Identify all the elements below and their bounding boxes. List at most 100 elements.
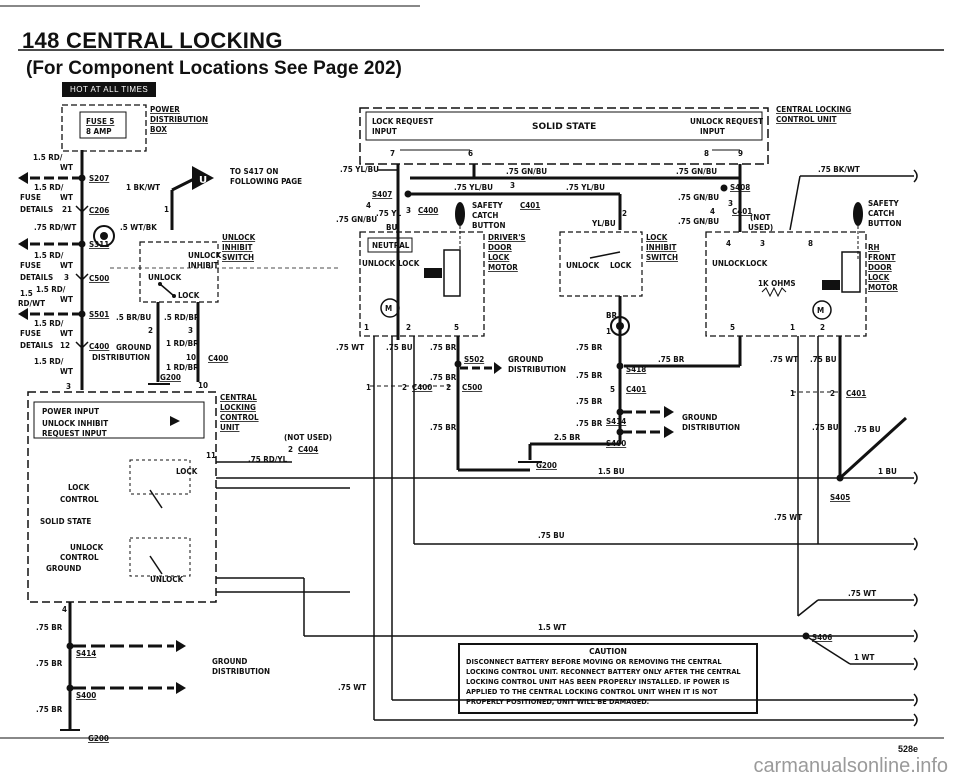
- c401-label-r: C401: [846, 389, 866, 398]
- control-label: CONTROL: [220, 413, 259, 422]
- rh-label: RH: [868, 243, 880, 252]
- pin-2i: 2: [830, 389, 835, 398]
- arrow-left-icon: [18, 172, 28, 184]
- pin-10b: 10: [198, 381, 208, 390]
- pin-3: 3: [64, 273, 69, 282]
- power-distribution-box: [61, 104, 147, 152]
- s400-label: S400: [76, 691, 96, 700]
- fuse-label: FUSE: [20, 193, 41, 202]
- ohms-label: 1K OHMS: [758, 279, 796, 288]
- s405-label: S405: [830, 493, 850, 502]
- diode-icon: [170, 416, 180, 426]
- pin-1d: 1: [366, 383, 371, 392]
- splice-s311: [78, 240, 86, 248]
- pin-11: 11: [206, 451, 216, 460]
- splice: [616, 408, 624, 416]
- wire-label: .75 BU: [812, 423, 839, 432]
- c401b-label: C401: [732, 207, 752, 216]
- wire-label: .5 BR/BU: [116, 313, 151, 322]
- wire-label: RD/WT: [18, 299, 45, 308]
- relay-contact: [149, 555, 163, 575]
- unlock-inhibit-label: UNLOCK: [222, 233, 256, 242]
- safety-catch-button-icon: [455, 202, 465, 226]
- solid-state-input-block: [33, 401, 205, 439]
- unlock3-label: UNLOCK: [566, 261, 600, 270]
- c400-label: C400: [89, 342, 109, 351]
- key-cylinder-icon: [610, 316, 630, 336]
- wire-label: .75 BR: [430, 343, 457, 352]
- pin-3d: 3: [510, 181, 515, 190]
- pin-7: 7: [390, 149, 395, 158]
- wire-bu-diag: [838, 416, 908, 480]
- rh-front-door-lock-motor: [705, 231, 867, 337]
- pin-8: 8: [704, 149, 709, 158]
- wire-label: .75 BR: [576, 419, 603, 428]
- door-label: DOOR: [488, 243, 512, 252]
- wire-label: 1 WT: [854, 653, 874, 662]
- relay-contact: [149, 489, 163, 509]
- wire-label: WT: [60, 367, 73, 376]
- details-label: DETAILS: [20, 205, 53, 214]
- wire-label: 1 RD/BR: [166, 363, 199, 372]
- wire-label: 1.5 BU: [598, 467, 625, 476]
- caution-body: DISCONNECT BATTERY BEFORE MOVING OR REMO…: [466, 658, 741, 706]
- hot-at-all-times-label: HOT AT ALL TIMES: [62, 82, 157, 97]
- wire-label: .75 BR: [430, 423, 457, 432]
- wire-label: 1.5 RD/: [33, 153, 63, 162]
- unlock-sw-label: UNLOCK: [188, 251, 222, 260]
- solid-state-label: SOLID STATE: [40, 517, 91, 526]
- pin-3b: 3: [66, 382, 71, 391]
- relay-unlock: [129, 537, 191, 577]
- wire-label: 1.5: [20, 289, 33, 298]
- wire-label: 1.5 RD/: [34, 319, 64, 328]
- pin-5: 5: [454, 323, 459, 332]
- lock-control-label: LOCK: [68, 483, 90, 492]
- motor-label-r: MOTOR: [868, 283, 898, 292]
- button-label: BUTTON: [472, 221, 505, 230]
- front-label: FRONT: [868, 253, 896, 262]
- c400b-label: C400: [208, 354, 228, 363]
- distribution-label: DISTRIBUTION: [508, 365, 566, 374]
- unlock-label: UNLOCK: [362, 259, 396, 268]
- wire-label: .75 WT: [774, 513, 802, 522]
- power-dist-label-2: DISTRIBUTION: [150, 115, 208, 124]
- ground2-label: GROUND: [682, 413, 717, 422]
- wire-label: .75 BU: [854, 425, 881, 434]
- neutral-box: [367, 237, 413, 253]
- solid-state-block: [365, 111, 763, 141]
- wire-label: .75 BR: [36, 659, 63, 668]
- resistor-icon: [761, 286, 787, 298]
- wire-label: .75 BU: [810, 355, 837, 364]
- wire-label: 1.5 RD/: [34, 357, 64, 366]
- continuation-marks: [913, 169, 918, 727]
- wire-label: 1 BK/WT: [126, 183, 160, 192]
- c401c-label: C401: [626, 385, 646, 394]
- s501-label: S501: [89, 310, 109, 319]
- s418-label: S418: [626, 365, 646, 374]
- control-unit-left: [27, 391, 217, 603]
- s414-label: S414: [606, 417, 626, 426]
- solid-state-label: SOLID STATE: [532, 122, 596, 132]
- lock-label-r: LOCK: [868, 273, 890, 282]
- lock-rod: [841, 251, 861, 293]
- relay-lock: [129, 459, 191, 495]
- wire-label: .75 BR: [36, 623, 63, 632]
- pin-2c: 2: [288, 445, 293, 454]
- safety-label-r: SAFETY: [868, 199, 900, 208]
- wire-label: 1 RD/BR: [166, 339, 199, 348]
- ignition-switch-core: [100, 232, 108, 240]
- c401-label: C401: [520, 201, 540, 210]
- lock2-label: LOCK: [398, 259, 420, 268]
- ground-dist-label: GROUND: [116, 343, 151, 352]
- splice-s502: [454, 360, 462, 368]
- wire-label: .75 GN/BU: [336, 215, 377, 224]
- pin-1e: 1: [790, 323, 795, 332]
- unlock-label-r: UNLOCK: [712, 259, 746, 268]
- arrow-right-icon: [494, 362, 502, 374]
- wire-label: WT: [60, 163, 73, 172]
- to-s417-label: TO S417 ON: [230, 167, 278, 176]
- unlock-control-label-2: CONTROL: [60, 553, 99, 562]
- wire-label: .75 GN/BU: [678, 217, 719, 226]
- wire-label: 2.5 BR: [554, 433, 581, 442]
